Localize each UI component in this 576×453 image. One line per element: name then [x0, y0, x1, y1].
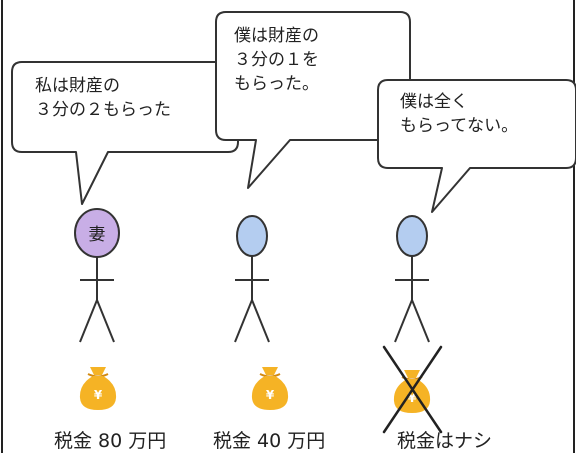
- wife-figure: [79, 255, 115, 343]
- svg-text:¥: ¥: [408, 391, 417, 405]
- son1-speech-text: 僕は財産の ３分の１を もらった。: [234, 26, 319, 94]
- wife-tax-label: 税金 80 万円: [54, 430, 167, 452]
- son2-speech-text: 僕は全く もらってない。: [400, 92, 519, 136]
- wife-head: [74, 208, 120, 258]
- svg-text:¥: ¥: [266, 388, 275, 402]
- son1-tax-label: 税金 40 万円: [213, 430, 326, 452]
- cross-out-icon: [382, 345, 443, 434]
- right-frame-line: [573, 0, 575, 453]
- money-bag-icon: ¥: [79, 367, 117, 410]
- son1-speech-bubble: [215, 11, 411, 189]
- money-bag-icon: ¥: [251, 367, 289, 410]
- son1-head: [236, 215, 268, 257]
- son2-head: [396, 215, 428, 257]
- svg-text:¥: ¥: [94, 388, 103, 402]
- left-frame-line: [1, 0, 3, 453]
- wife-head-label: 妻: [89, 225, 106, 245]
- son1-figure: [234, 255, 270, 343]
- son2-tax-label: 税金はナシ: [397, 430, 493, 452]
- son2-speech-bubble: [377, 79, 576, 213]
- wife-speech-text: 私は財産の ３分の２もらった: [35, 76, 171, 120]
- son2-figure: [394, 255, 430, 343]
